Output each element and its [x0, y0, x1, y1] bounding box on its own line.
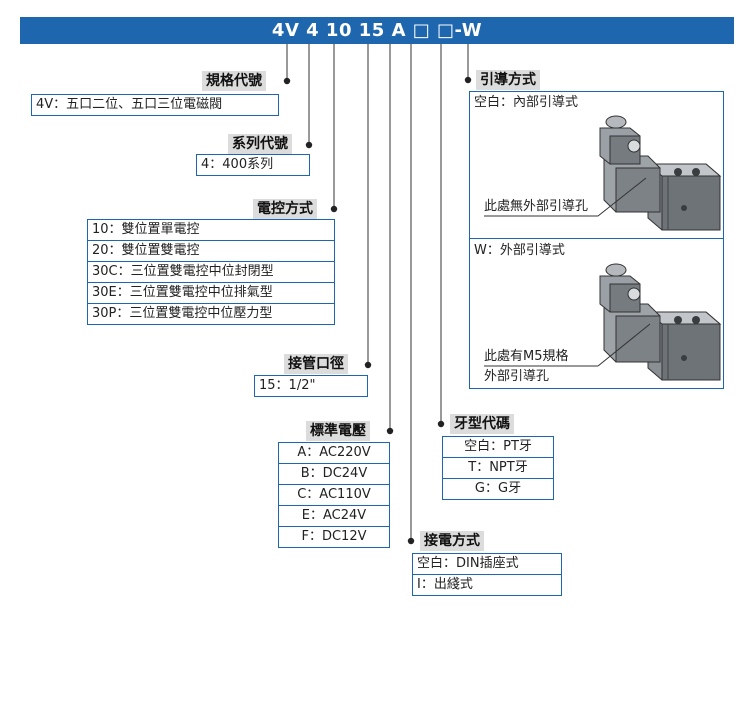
valve-external-pilot-image: [590, 258, 722, 384]
control-method-row: 30E：三位置雙電控中位排氣型: [88, 282, 334, 303]
control-method-row: 30C：三位置雙電控中位封閉型: [88, 261, 334, 282]
port-size-title: 接管口徑: [284, 354, 348, 374]
internal-pilot-note: 此處無外部引導孔: [484, 199, 589, 214]
voltage-row: B：DC24V: [279, 463, 389, 484]
model-code-bar: 4V 4 10 15 A □ □-W: [20, 17, 734, 44]
dot-wiring: [407, 537, 415, 545]
series-code-title: 系列代號: [228, 134, 292, 154]
internal-pilot-leader: [484, 177, 647, 217]
series-code-row: 4：400系列: [201, 157, 274, 172]
dot-control: [330, 205, 338, 213]
valve-internal-pilot-image: [590, 112, 722, 236]
external-pilot-leader: [484, 323, 651, 367]
internal-pilot-caption: 空白：內部引導式: [474, 95, 579, 110]
series-code-box: 4：400系列: [196, 154, 310, 176]
external-pilot-note-2: 外部引導孔: [484, 369, 550, 384]
spec-code-row: 4V：五口二位、五口三位電磁閥: [36, 97, 223, 112]
pilot-panel: 空白：內部引導式 W：外部引導式 此處無外部引導孔: [469, 91, 724, 389]
wiring-title: 接電方式: [420, 531, 484, 551]
control-method-row: 10：雙位置單電控: [92, 222, 200, 237]
wiring-row: 空白：DIN插座式: [417, 556, 519, 571]
spec-code-box: 4V：五口二位、五口三位電磁閥: [31, 94, 279, 116]
external-pilot-note-1: 此處有M5規格: [484, 349, 569, 364]
voltage-row: C：AC110V: [279, 484, 389, 505]
external-pilot-caption: W：外部引導式: [474, 243, 565, 258]
wiring-box: 空白：DIN插座式 I：出綫式: [412, 553, 562, 596]
dot-spec: [283, 77, 291, 85]
model-code: 4V 4 10 15 A □ □-W: [271, 20, 483, 41]
wiring-row: I：出綫式: [413, 574, 561, 595]
dot-port: [364, 361, 372, 369]
voltage-title: 標準電壓: [306, 421, 370, 441]
thread-type-row: 空白：PT牙: [464, 439, 532, 454]
dot-pilot: [464, 76, 472, 84]
pilot-title: 引導方式: [476, 70, 540, 90]
port-size-box: 15：1/2": [254, 375, 368, 397]
spec-code-title: 規格代號: [202, 71, 266, 91]
thread-type-row: T：NPT牙: [443, 457, 553, 478]
dot-series: [305, 141, 313, 149]
control-method-row: 20：雙位置雙電控: [88, 240, 334, 261]
thread-type-row: G：G牙: [443, 478, 553, 499]
voltage-row: F：DC12V: [279, 526, 389, 547]
dot-thread: [437, 420, 445, 428]
thread-type-title: 牙型代碼: [450, 414, 514, 434]
voltage-box: A：AC220V B：DC24V C：AC110V E：AC24V F：DC12…: [278, 442, 390, 548]
voltage-row: A：AC220V: [297, 445, 371, 460]
port-size-row: 15：1/2": [259, 378, 316, 393]
pilot-divider: [470, 238, 723, 239]
voltage-row: E：AC24V: [279, 505, 389, 526]
dot-voltage: [386, 427, 394, 435]
thread-type-box: 空白：PT牙 T：NPT牙 G：G牙: [442, 436, 554, 500]
control-method-box: 10：雙位置單電控 20：雙位置雙電控 30C：三位置雙電控中位封閉型 30E：…: [87, 219, 335, 325]
control-method-title: 電控方式: [253, 199, 317, 219]
control-method-row: 30P：三位置雙電控中位壓力型: [88, 303, 334, 324]
